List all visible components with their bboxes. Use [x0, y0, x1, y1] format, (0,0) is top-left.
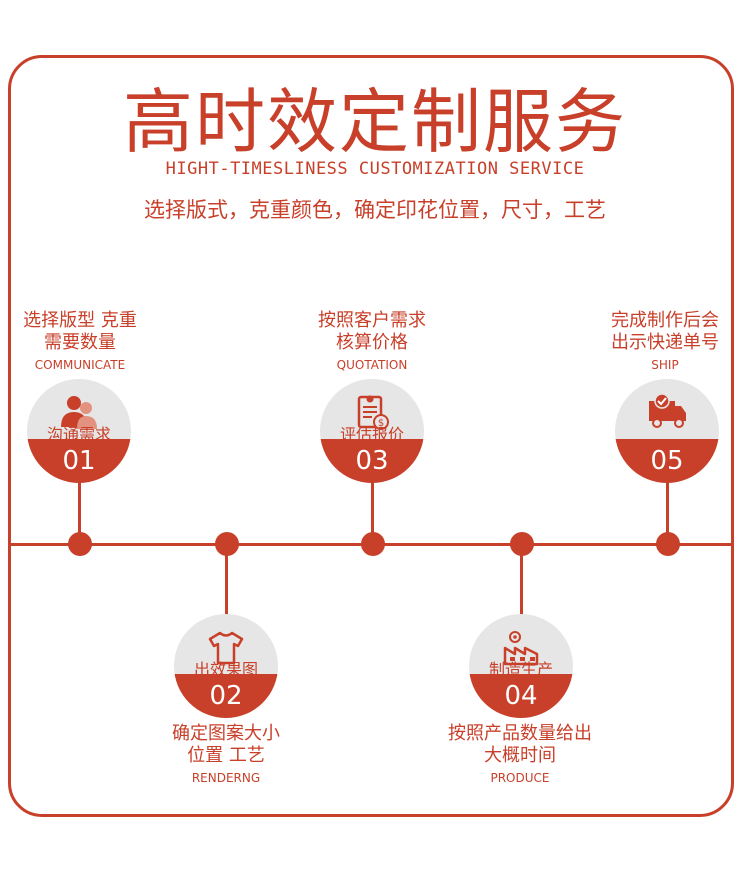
step-04-english: PRODUCE: [490, 771, 550, 785]
step-02-english: RENDERNG: [191, 771, 261, 785]
step-01-circle: 沟通需求 01: [27, 379, 131, 483]
page-title: 高时效定制服务: [123, 81, 627, 163]
step-02-line1: 确定图案大小: [172, 723, 280, 744]
step-01-line1: 选择版型 克重: [23, 310, 137, 331]
step-01-number: 01: [62, 446, 96, 476]
factory-icon: [503, 631, 539, 666]
step-05-dot: [656, 532, 680, 556]
step-03-name: 评估报价: [339, 425, 404, 444]
people-icon: [61, 396, 97, 429]
step-04-line1: 按照产品数量给出: [448, 723, 592, 744]
page-subtitle: HIGHT-TIMESLINESS CUSTOMIZATION SERVICE: [165, 159, 585, 179]
step-03-line2: 核算价格: [336, 332, 408, 353]
step-02-circle: 出效果图 02: [174, 614, 278, 718]
step-01-name: 沟通需求: [46, 425, 111, 444]
step-05-label: 完成制作后会 出示快递单号 SHIP: [590, 310, 740, 374]
step-04-label: 按照产品数量给出 大概时间 PRODUCE: [420, 723, 620, 787]
step-03-dot: [361, 532, 385, 556]
step-05-line2: 出示快递单号: [611, 332, 719, 353]
step-02-number: 02: [209, 681, 243, 711]
step-01-label: 选择版型 克重 需要数量 COMMUNICATE: [8, 310, 152, 374]
truck-icon: [649, 393, 686, 428]
step-01-stem: [78, 480, 81, 544]
step-04-circle: 制造生产 04: [469, 614, 573, 718]
step-04-number: 04: [504, 681, 538, 711]
border-frame: [8, 55, 734, 817]
step-04-name: 制造生产: [488, 660, 553, 679]
step-02-name: 出效果图: [193, 660, 258, 679]
step-05-stem: [666, 480, 669, 544]
step-02-line2: 位置 工艺: [187, 745, 265, 766]
step-01-dot: [68, 532, 92, 556]
step-01-line2: 需要数量: [44, 332, 116, 353]
step-03-english: QUOTATION: [336, 358, 408, 372]
step-04-stem: [520, 545, 523, 615]
invoice-icon: $: [357, 395, 389, 430]
step-03-circle: $ 评估报价 03: [320, 379, 424, 483]
tagline: 选择版式，克重颜色，确定印花位置，尺寸，工艺: [144, 198, 606, 222]
step-03-stem: [371, 480, 374, 544]
step-05-english: SHIP: [651, 358, 679, 372]
step-05-line1: 完成制作后会: [611, 310, 719, 331]
tshirt-icon: [208, 631, 244, 665]
step-03-number: 03: [355, 446, 389, 476]
step-02-stem: [225, 545, 228, 615]
svg-text:$: $: [378, 418, 384, 429]
step-04-line2: 大概时间: [484, 745, 556, 766]
step-03-line1: 按照客户需求: [318, 310, 426, 331]
step-05-number: 05: [650, 446, 684, 476]
step-05-circle: 05: [615, 379, 719, 483]
step-01-english: COMMUNICATE: [34, 358, 126, 372]
step-02-label: 确定图案大小 位置 工艺 RENDERNG: [140, 723, 312, 787]
step-03-label: 按照客户需求 核算价格 QUOTATION: [292, 310, 452, 374]
